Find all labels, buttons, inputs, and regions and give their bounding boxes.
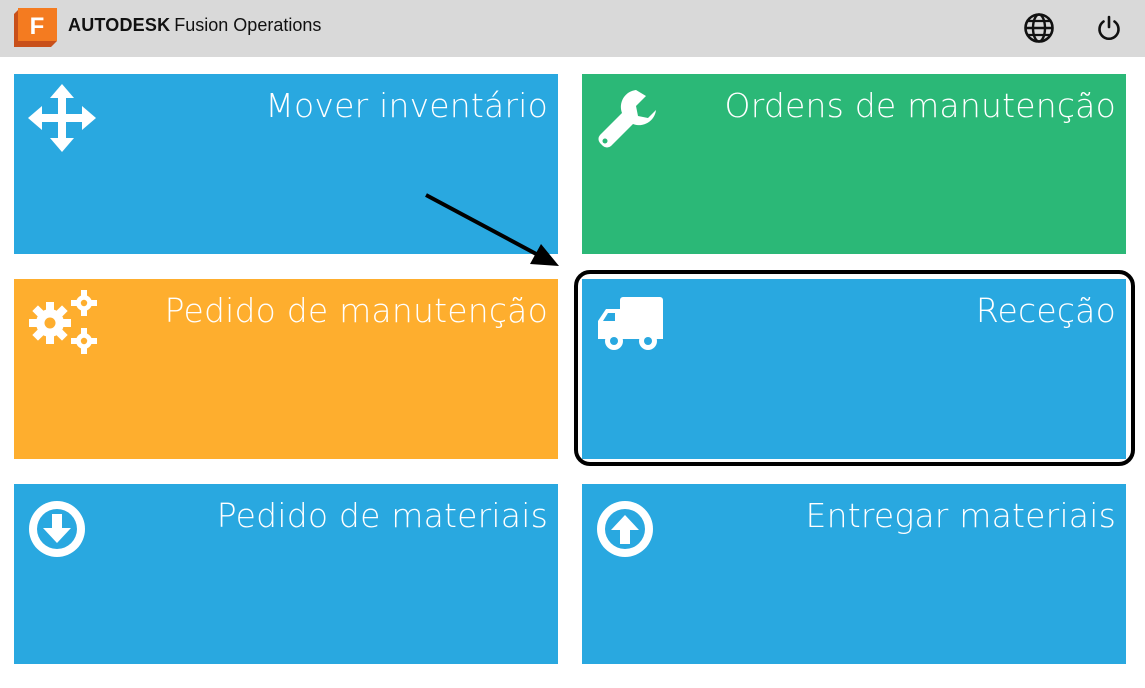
- brand-product: Fusion Operations: [174, 15, 322, 35]
- tile-label: Receção: [975, 291, 1116, 330]
- fusion-logo: F: [14, 8, 57, 47]
- tile-deliver-materials[interactable]: Entregar materiais: [582, 484, 1126, 664]
- tile-maintenance-orders[interactable]: Ordens de manutenção: [582, 74, 1126, 254]
- truck-icon: [598, 297, 664, 355]
- tile-request-materials[interactable]: Pedido de materiais: [14, 484, 558, 664]
- tile-receiving[interactable]: Receção: [582, 279, 1126, 459]
- tile-label: Mover inventário: [265, 86, 548, 125]
- wrench-icon: [596, 88, 658, 154]
- tile-label: Entregar materiais: [805, 496, 1116, 535]
- globe-icon: [1024, 13, 1054, 43]
- power-icon: [1098, 15, 1120, 40]
- logo-letter: F: [30, 13, 45, 40]
- gears-icon: [26, 289, 102, 359]
- language-button[interactable]: [1022, 11, 1056, 45]
- move-arrows-icon: [28, 84, 96, 156]
- brand-autodesk: AUTODESK: [68, 15, 171, 35]
- logout-button[interactable]: [1092, 11, 1126, 45]
- arrow-down-circle-icon: [28, 500, 86, 562]
- tile-maintenance-request[interactable]: Pedido de manutenção: [14, 279, 558, 459]
- tile-label: Ordens de manutenção: [724, 86, 1116, 125]
- tile-move-inventory[interactable]: Mover inventário: [14, 74, 558, 254]
- arrow-up-circle-icon: [596, 500, 654, 562]
- tile-label: Pedido de materiais: [216, 496, 548, 535]
- tile-label: Pedido de manutenção: [164, 291, 548, 330]
